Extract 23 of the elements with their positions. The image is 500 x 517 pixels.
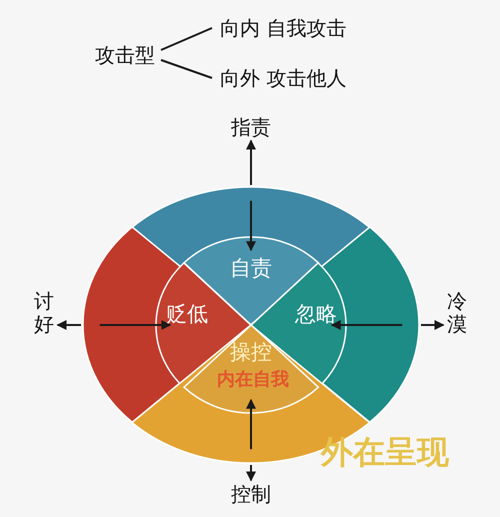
arrow bbox=[421, 320, 444, 330]
segment-label: 自责 bbox=[230, 256, 272, 280]
arrow bbox=[330, 320, 402, 330]
connector-line bbox=[160, 59, 212, 79]
category-label: 攻击型 bbox=[95, 44, 155, 66]
arrow bbox=[246, 140, 256, 185]
arrow bbox=[100, 320, 172, 330]
segment-label: 贬低 bbox=[166, 302, 208, 326]
category-label: 指责 bbox=[231, 116, 271, 138]
category-label: 控制 bbox=[231, 482, 271, 506]
category-label: 讨好 bbox=[34, 290, 54, 336]
overlay-caption: 外在呈现 bbox=[321, 434, 449, 470]
segment-label: 忽略 bbox=[295, 302, 337, 326]
arrow bbox=[246, 465, 256, 482]
segment-label: 操控 bbox=[230, 340, 272, 364]
overlay-caption: 内在自我 bbox=[217, 370, 289, 390]
arrow bbox=[246, 200, 256, 252]
arrow bbox=[246, 398, 256, 450]
category-label: 冷漠 bbox=[446, 290, 468, 336]
arrow bbox=[56, 320, 81, 330]
category-label: 向内 自我攻击 bbox=[220, 16, 346, 40]
connector-line bbox=[160, 27, 212, 51]
category-label: 向外 攻击他人 bbox=[220, 66, 346, 90]
